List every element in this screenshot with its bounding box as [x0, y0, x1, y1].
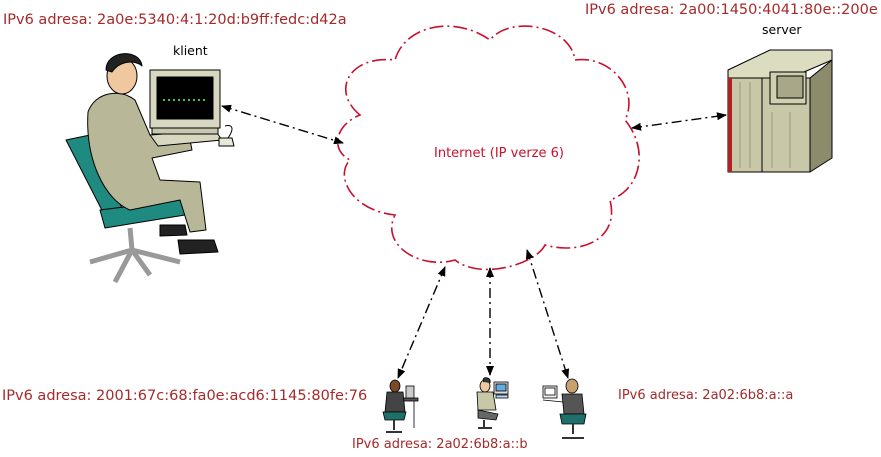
middle-host-address-label: IPv6 adresa: 2a02:6b8:a::b	[352, 437, 528, 452]
link-left-host	[397, 266, 446, 379]
left-host-address-label: IPv6 adresa: 2001:67c:68:fa0e:acd6:1145:…	[2, 388, 368, 404]
small-user-workstation-icon	[382, 379, 419, 433]
server-name-label: server	[762, 22, 802, 37]
small-user-workstation-icon	[476, 377, 509, 429]
link-server-cloud	[631, 112, 727, 131]
client-workstation-icon	[65, 53, 235, 284]
link-client-cloud	[221, 104, 344, 145]
link-right-host	[525, 249, 570, 379]
small-user-workstation-icon	[542, 378, 587, 439]
internet-cloud-icon	[336, 25, 640, 271]
client-address-label: IPv6 adresa: 2a0e:5340:4:1:20d:b9ff:fedc…	[3, 12, 347, 28]
server-address-label: IPv6 adresa: 2a00:1450:4041:80e::200e	[585, 2, 878, 18]
client-name-label: klient	[173, 43, 208, 58]
right-host-address-label: IPv6 adresa: 2a02:6b8:a::a	[618, 388, 794, 403]
cloud-label: Internet (IP verze 6)	[434, 146, 564, 161]
server-icon	[727, 49, 833, 173]
